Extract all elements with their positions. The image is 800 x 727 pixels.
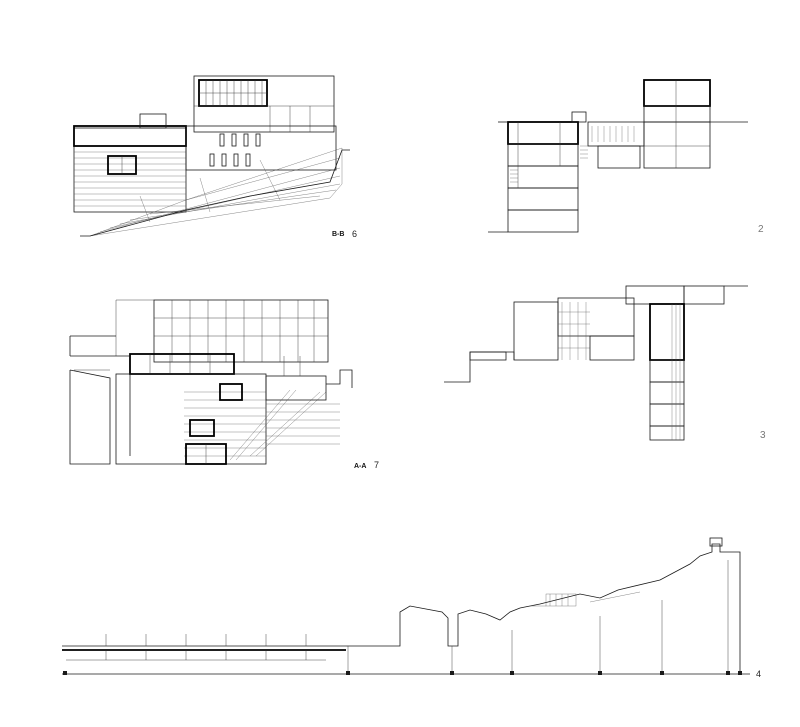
plan-2-drawing: 2: [488, 79, 764, 235]
site-section-drawing: 4: [62, 537, 761, 679]
section-aa-number: 7: [374, 460, 379, 470]
section-bb-drawing: B-B 6: [73, 75, 357, 239]
section-aa-drawing: A-A 7: [69, 299, 379, 470]
section-aa-label: A-A: [354, 463, 366, 470]
plan-3-number: 3: [760, 430, 766, 441]
plan-3-drawing: 3: [444, 285, 766, 441]
plan-2-number: 2: [758, 224, 764, 235]
site-section-number: 4: [756, 669, 761, 679]
section-bb-number: 6: [352, 229, 357, 239]
section-bb-label: B-B: [332, 231, 344, 238]
